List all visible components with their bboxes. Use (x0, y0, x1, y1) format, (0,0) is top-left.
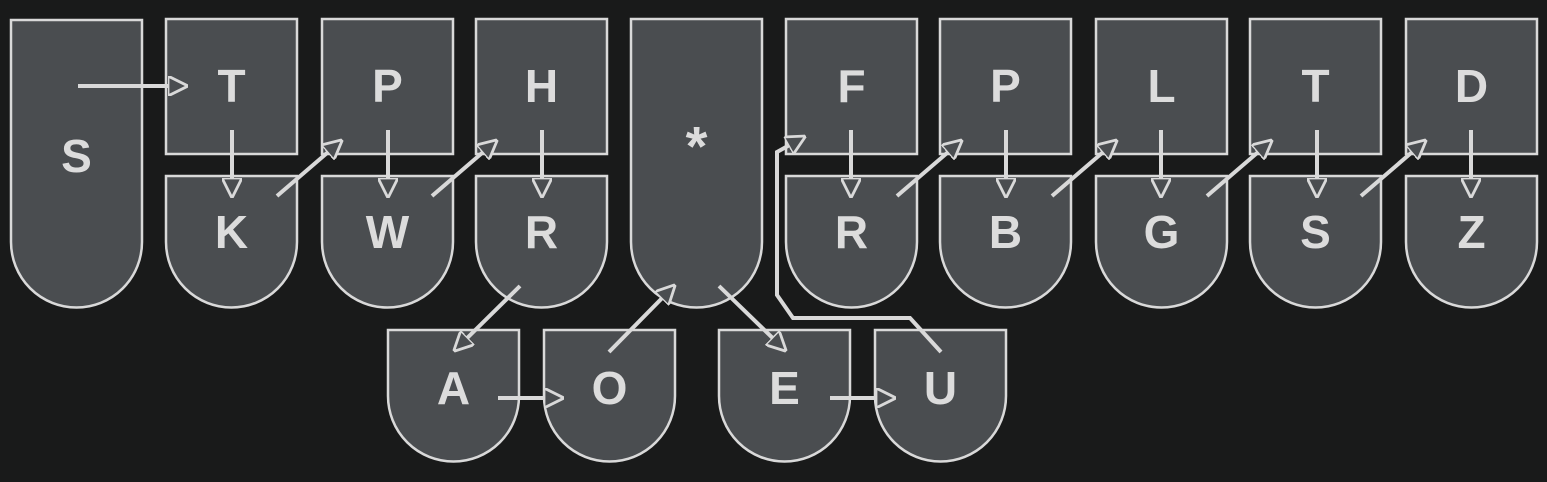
label-z: Z (1457, 206, 1485, 258)
arrow-star-to-e (717, 284, 785, 350)
label-a: A (437, 362, 470, 414)
key-w (320, 174, 455, 309)
label-w: W (366, 206, 410, 258)
key-order-arrows (78, 86, 1471, 398)
label-r-left: R (525, 206, 558, 258)
arrow-r-to-p (895, 141, 961, 198)
label-p-right: P (990, 60, 1021, 112)
key-o (542, 328, 677, 463)
label-t-left: T (217, 60, 245, 112)
label-o: O (592, 362, 628, 414)
key-u (873, 328, 1008, 463)
label-b: B (989, 206, 1022, 258)
key-s-right (1248, 174, 1383, 309)
arrow-r-to-a (455, 284, 522, 350)
key-r-right (784, 174, 919, 309)
arrow-o-to-star (607, 286, 674, 354)
label-f: F (837, 60, 865, 112)
label-e: E (769, 362, 800, 414)
label-g: G (1144, 206, 1180, 258)
label-r-right: R (835, 206, 868, 258)
label-l: L (1147, 60, 1175, 112)
label-t-right: T (1301, 60, 1329, 112)
label-u: U (924, 362, 957, 414)
key-b (938, 174, 1073, 309)
arrow-s-to-d (1359, 141, 1425, 198)
key-k (164, 174, 299, 309)
arrow-k-to-p (275, 141, 341, 198)
arrow-w-to-h (430, 141, 496, 198)
label-h: H (525, 60, 558, 112)
key-g (1094, 174, 1229, 309)
key-z (1404, 174, 1539, 309)
key-star (629, 17, 764, 309)
key-r-left (474, 174, 609, 309)
key-s-left (9, 18, 144, 309)
arrow-u-to-f (775, 137, 943, 354)
label-star: * (686, 115, 708, 178)
label-s-left: S (61, 130, 92, 182)
key-a (386, 328, 521, 463)
key-e (717, 328, 852, 463)
label-p-left: P (372, 60, 403, 112)
label-s-right: S (1300, 206, 1331, 258)
label-k: K (215, 206, 248, 258)
label-d: D (1455, 60, 1488, 112)
arrow-g-to-t (1205, 141, 1271, 198)
arrow-b-to-l (1050, 141, 1116, 198)
